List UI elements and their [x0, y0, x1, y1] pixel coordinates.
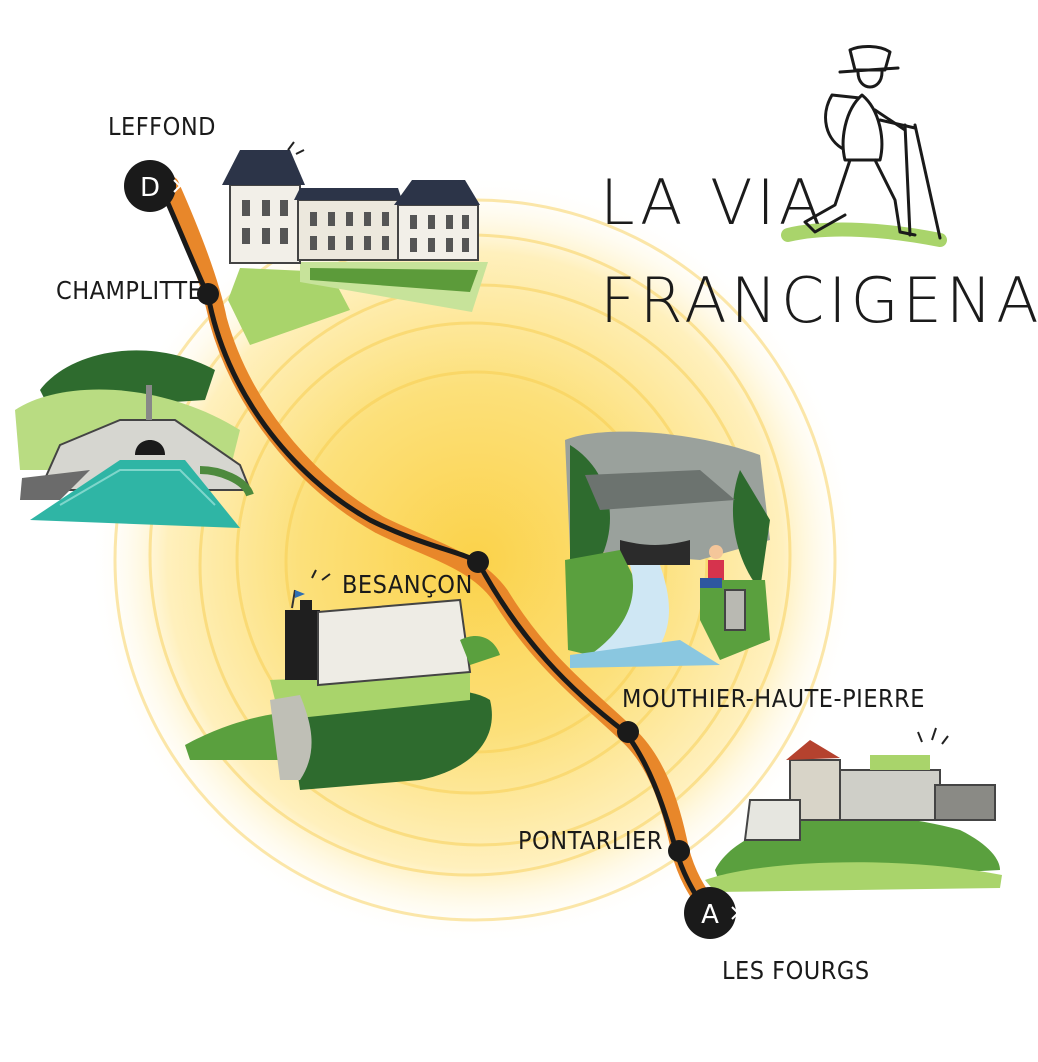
place-label-besancon: BESANÇON [342, 570, 473, 599]
canal-tunnel-illustration [15, 350, 254, 528]
besancon-citadel-illustration [185, 569, 500, 790]
route-orange-band [161, 176, 719, 919]
waypoint-champlitte[interactable] [197, 283, 219, 305]
place-label-les-fourgs: LES FOURGS [722, 956, 870, 985]
start-marker[interactable]: D [124, 160, 182, 212]
waypoint-pontarlier[interactable] [668, 840, 690, 862]
start-marker-letter: D [140, 173, 160, 203]
waypoint-mouthier[interactable] [617, 721, 639, 743]
end-marker-letter: A [701, 900, 719, 930]
map-title-line1: LA VIA [600, 166, 826, 239]
place-label-champlitte: CHAMPLITTE [56, 276, 203, 305]
hiker-illustration [781, 45, 947, 247]
map-title-line2: FRANCIGENA [600, 264, 1038, 337]
end-marker[interactable]: A [684, 887, 740, 939]
place-label-mouthier: MOUTHIER-HAUTE-PIERRE [622, 684, 925, 713]
fort-joux-illustration [705, 727, 1002, 892]
place-label-pontarlier: PONTARLIER [518, 826, 663, 855]
waypoint-midroute[interactable] [467, 551, 489, 573]
champlitte-chateau-illustration [222, 141, 488, 345]
place-label-leffond: LEFFOND [108, 112, 216, 141]
gorge-waterfall-illustration [565, 431, 770, 668]
